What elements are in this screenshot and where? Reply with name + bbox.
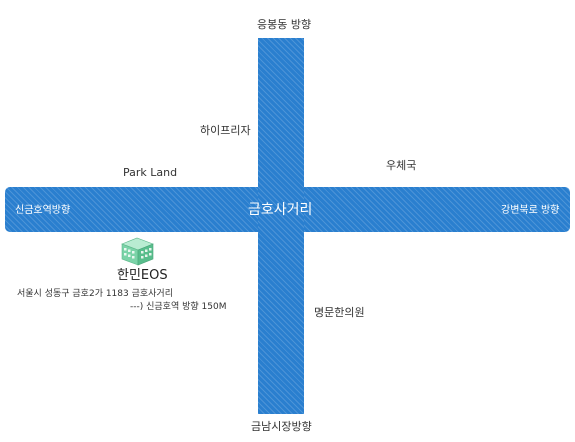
- office-name: 한민EOS: [117, 268, 168, 283]
- landmark-post-office: 우체국: [386, 159, 417, 172]
- landmark-clinic: 명문한의원: [314, 306, 365, 319]
- intersection-name: 금호사거리: [248, 202, 313, 218]
- office-direction-note: ---) 신금호역 방향 150M: [130, 302, 227, 312]
- landmark-park-land: Park Land: [123, 166, 178, 179]
- landmark-hi-plaza: 하이프리자: [200, 124, 251, 137]
- direction-east-label: 강변북로 방향: [501, 205, 560, 216]
- direction-south-label: 금남시장방향: [251, 420, 312, 433]
- office-address: 서울시 성동구 금호2가 1183 금호사거리: [17, 289, 173, 299]
- building-icon: [118, 234, 158, 266]
- direction-north-label: 응봉동 방향: [257, 18, 312, 31]
- direction-west-label: 신금호역방향: [15, 205, 71, 216]
- road-north-south: [258, 38, 304, 414]
